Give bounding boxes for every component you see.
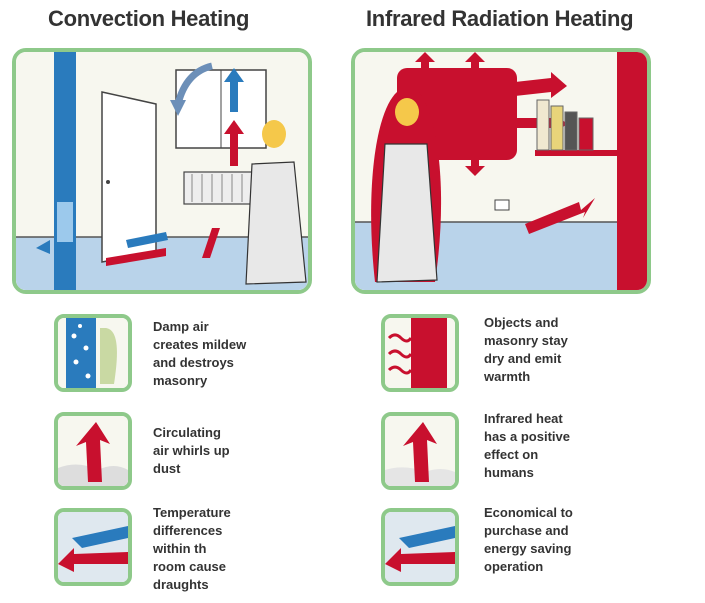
convection-title: Convection Heating xyxy=(48,6,250,31)
caption-temperature: Temperature differences within th room c… xyxy=(153,505,231,592)
infrared-scene xyxy=(351,48,651,294)
infrared-title: Infrared Radiation Heating xyxy=(366,6,634,31)
temperature-arrows-icon xyxy=(54,508,132,586)
energy-arrows-icon xyxy=(381,508,459,586)
caption-infrared-heat: Infrared heat has a positive effect on h… xyxy=(484,411,570,480)
caption-damp-air: Damp air creates mildew and destroys mas… xyxy=(153,319,247,388)
caption-circulating-air: Circulating air whirls up dust xyxy=(153,425,230,476)
dust-arrow-icon xyxy=(54,412,132,490)
human-heat-icon xyxy=(381,412,459,490)
caption-objects-masonry: Objects and masonry stay dry and emit wa… xyxy=(484,315,568,384)
caption-economical: Economical to purchase and energy saving… xyxy=(484,505,573,574)
warm-wall-icon xyxy=(381,314,459,392)
convection-scene xyxy=(12,48,312,294)
damp-wall-icon xyxy=(54,314,132,392)
